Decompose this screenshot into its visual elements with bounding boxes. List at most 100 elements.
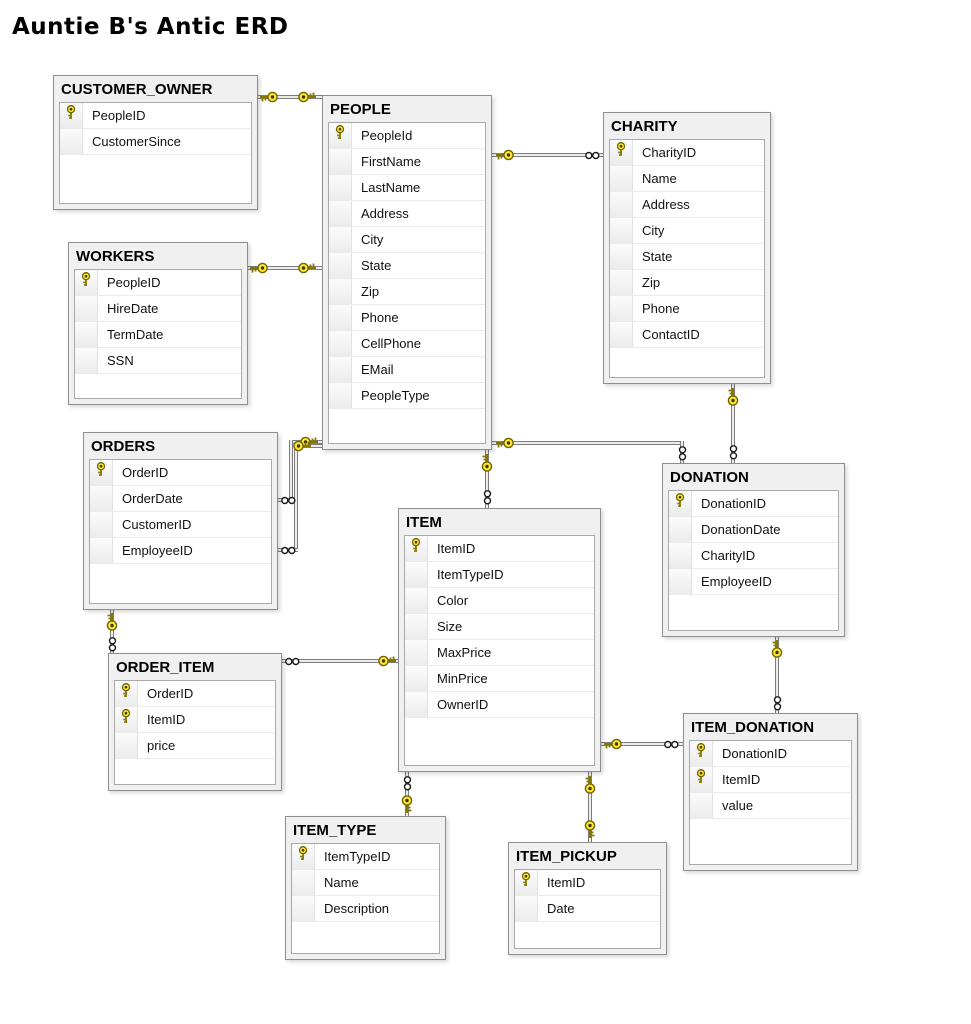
relationship-line-item-item-pickup[interactable]: [588, 770, 592, 844]
column-name-label: CharityID: [642, 145, 697, 160]
column-row-workers-peopleid[interactable]: PeopleID: [75, 270, 241, 296]
column-row-charity-city[interactable]: City: [610, 218, 764, 244]
column-row-orders-orderdate[interactable]: OrderDate: [90, 486, 271, 512]
column-row-item-size[interactable]: Size: [405, 614, 594, 640]
relationship-line-people-orders-customer[interactable]: [289, 440, 293, 502]
column-name-label: PeopleType: [361, 388, 430, 403]
column-row-item-type-itemtypeid[interactable]: ItemTypeID: [292, 844, 439, 870]
column-row-item-ownerid[interactable]: OwnerID: [405, 692, 594, 718]
column-row-people-email[interactable]: EMail: [329, 357, 485, 383]
key-endpoint-icon-item-item-donation: [601, 737, 623, 751]
column-row-item-donation-value[interactable]: value: [690, 793, 851, 819]
column-row-charity-contactid[interactable]: ContactID: [610, 322, 764, 348]
column-row-item-maxprice[interactable]: MaxPrice: [405, 640, 594, 666]
column-row-people-cellphone[interactable]: CellPhone: [329, 331, 485, 357]
relationship-line-item-type-item[interactable]: [405, 770, 409, 818]
column-name-label: CustomerSince: [92, 134, 181, 149]
column-row-charity-name[interactable]: Name: [610, 166, 764, 192]
column-row-order-item-price[interactable]: price: [115, 733, 275, 759]
column-row-customer-owner-peopleid[interactable]: PeopleID: [60, 103, 251, 129]
column-row-charity-state[interactable]: State: [610, 244, 764, 270]
relationship-line-customer-owner-people[interactable]: [256, 95, 324, 99]
column-row-workers-hiredate[interactable]: HireDate: [75, 296, 241, 322]
column-row-people-peopleid[interactable]: PeopleId: [329, 123, 485, 149]
row-selector-cell: [405, 562, 428, 587]
row-selector-cell: [90, 486, 113, 511]
column-row-people-lastname[interactable]: LastName: [329, 175, 485, 201]
column-row-people-firstname[interactable]: FirstName: [329, 149, 485, 175]
key-endpoint-icon-customer-owner-people: [257, 90, 279, 104]
relationship-line-donation-item-donation[interactable]: [775, 635, 779, 715]
column-row-orders-employeeid[interactable]: EmployeeID: [90, 538, 271, 564]
relationship-line-people-orders-employee[interactable]: [294, 444, 298, 552]
column-row-people-peopletype[interactable]: PeopleType: [329, 383, 485, 409]
key-endpoint-icon-item-item-pickup: [583, 773, 597, 795]
column-name-label: OrderID: [122, 465, 169, 480]
relationship-line-item-item-donation[interactable]: [599, 742, 685, 746]
column-row-donation-donationid[interactable]: DonationID: [669, 491, 838, 517]
column-row-item-type-name[interactable]: Name: [292, 870, 439, 896]
column-name-label: Address: [361, 206, 409, 221]
column-row-donation-donationdate[interactable]: DonationDate: [669, 517, 838, 543]
column-name-label: ItemTypeID: [324, 849, 391, 864]
column-row-item-type-description[interactable]: Description: [292, 896, 439, 922]
column-row-item-color[interactable]: Color: [405, 588, 594, 614]
column-row-order-item-orderid[interactable]: OrderID: [115, 681, 275, 707]
row-selector-cell: [610, 270, 633, 295]
relationship-line-workers-people[interactable]: [246, 266, 324, 270]
column-row-people-state[interactable]: State: [329, 253, 485, 279]
column-row-order-item-itemid[interactable]: ItemID: [115, 707, 275, 733]
relationship-line-charity-donation[interactable]: [731, 382, 735, 465]
entity-grid-item-donation: DonationID ItemID value: [689, 740, 852, 865]
column-name-label: ItemID: [722, 772, 761, 787]
primary-key-icon: [95, 462, 107, 483]
column-row-item-itemtypeid[interactable]: ItemTypeID: [405, 562, 594, 588]
column-row-item-donation-itemid[interactable]: ItemID: [690, 767, 851, 793]
column-row-item-pickup-itemid[interactable]: ItemID: [515, 870, 660, 896]
column-row-orders-orderid[interactable]: OrderID: [90, 460, 271, 486]
relationship-line-people-charity[interactable]: [490, 153, 605, 157]
column-row-item-itemid[interactable]: ItemID: [405, 536, 594, 562]
relationship-line-item-order-item[interactable]: [280, 659, 400, 663]
column-row-people-city[interactable]: City: [329, 227, 485, 253]
column-name-label: Date: [547, 901, 575, 916]
relationship-line-people-donation-employee[interactable]: [490, 441, 684, 445]
column-row-charity-address[interactable]: Address: [610, 192, 764, 218]
key-endpoint-icon-workers-people: [247, 261, 269, 275]
column-name-label: State: [642, 249, 673, 264]
column-row-orders-customerid[interactable]: CustomerID: [90, 512, 271, 538]
primary-key-icon: [80, 272, 92, 293]
column-row-charity-phone[interactable]: Phone: [610, 296, 764, 322]
column-row-charity-zip[interactable]: Zip: [610, 270, 764, 296]
column-row-charity-charityid[interactable]: CharityID: [610, 140, 764, 166]
column-row-people-zip[interactable]: Zip: [329, 279, 485, 305]
entity-grid-customer-owner: PeopleID CustomerSince: [59, 102, 252, 204]
relationship-line-orders-order-item[interactable]: [110, 608, 114, 655]
column-row-workers-termdate[interactable]: TermDate: [75, 322, 241, 348]
column-name-label: EmployeeID: [701, 574, 772, 589]
column-row-people-address[interactable]: Address: [329, 201, 485, 227]
column-row-item-donation-donationid[interactable]: DonationID: [690, 741, 851, 767]
column-row-item-pickup-date[interactable]: Date: [515, 896, 660, 922]
column-row-donation-charityid[interactable]: CharityID: [669, 543, 838, 569]
key-endpoint-icon-charity-donation: [726, 385, 740, 407]
column-row-item-minprice[interactable]: MinPrice: [405, 666, 594, 692]
column-name-label: Description: [324, 901, 390, 916]
relationship-line-people-item-owner[interactable]: [485, 448, 489, 510]
column-row-people-phone[interactable]: Phone: [329, 305, 485, 331]
column-row-workers-ssn[interactable]: SSN: [75, 348, 241, 374]
column-row-donation-employeeid[interactable]: EmployeeID: [669, 569, 838, 595]
column-row-customer-owner-customersince[interactable]: CustomerSince: [60, 129, 251, 155]
